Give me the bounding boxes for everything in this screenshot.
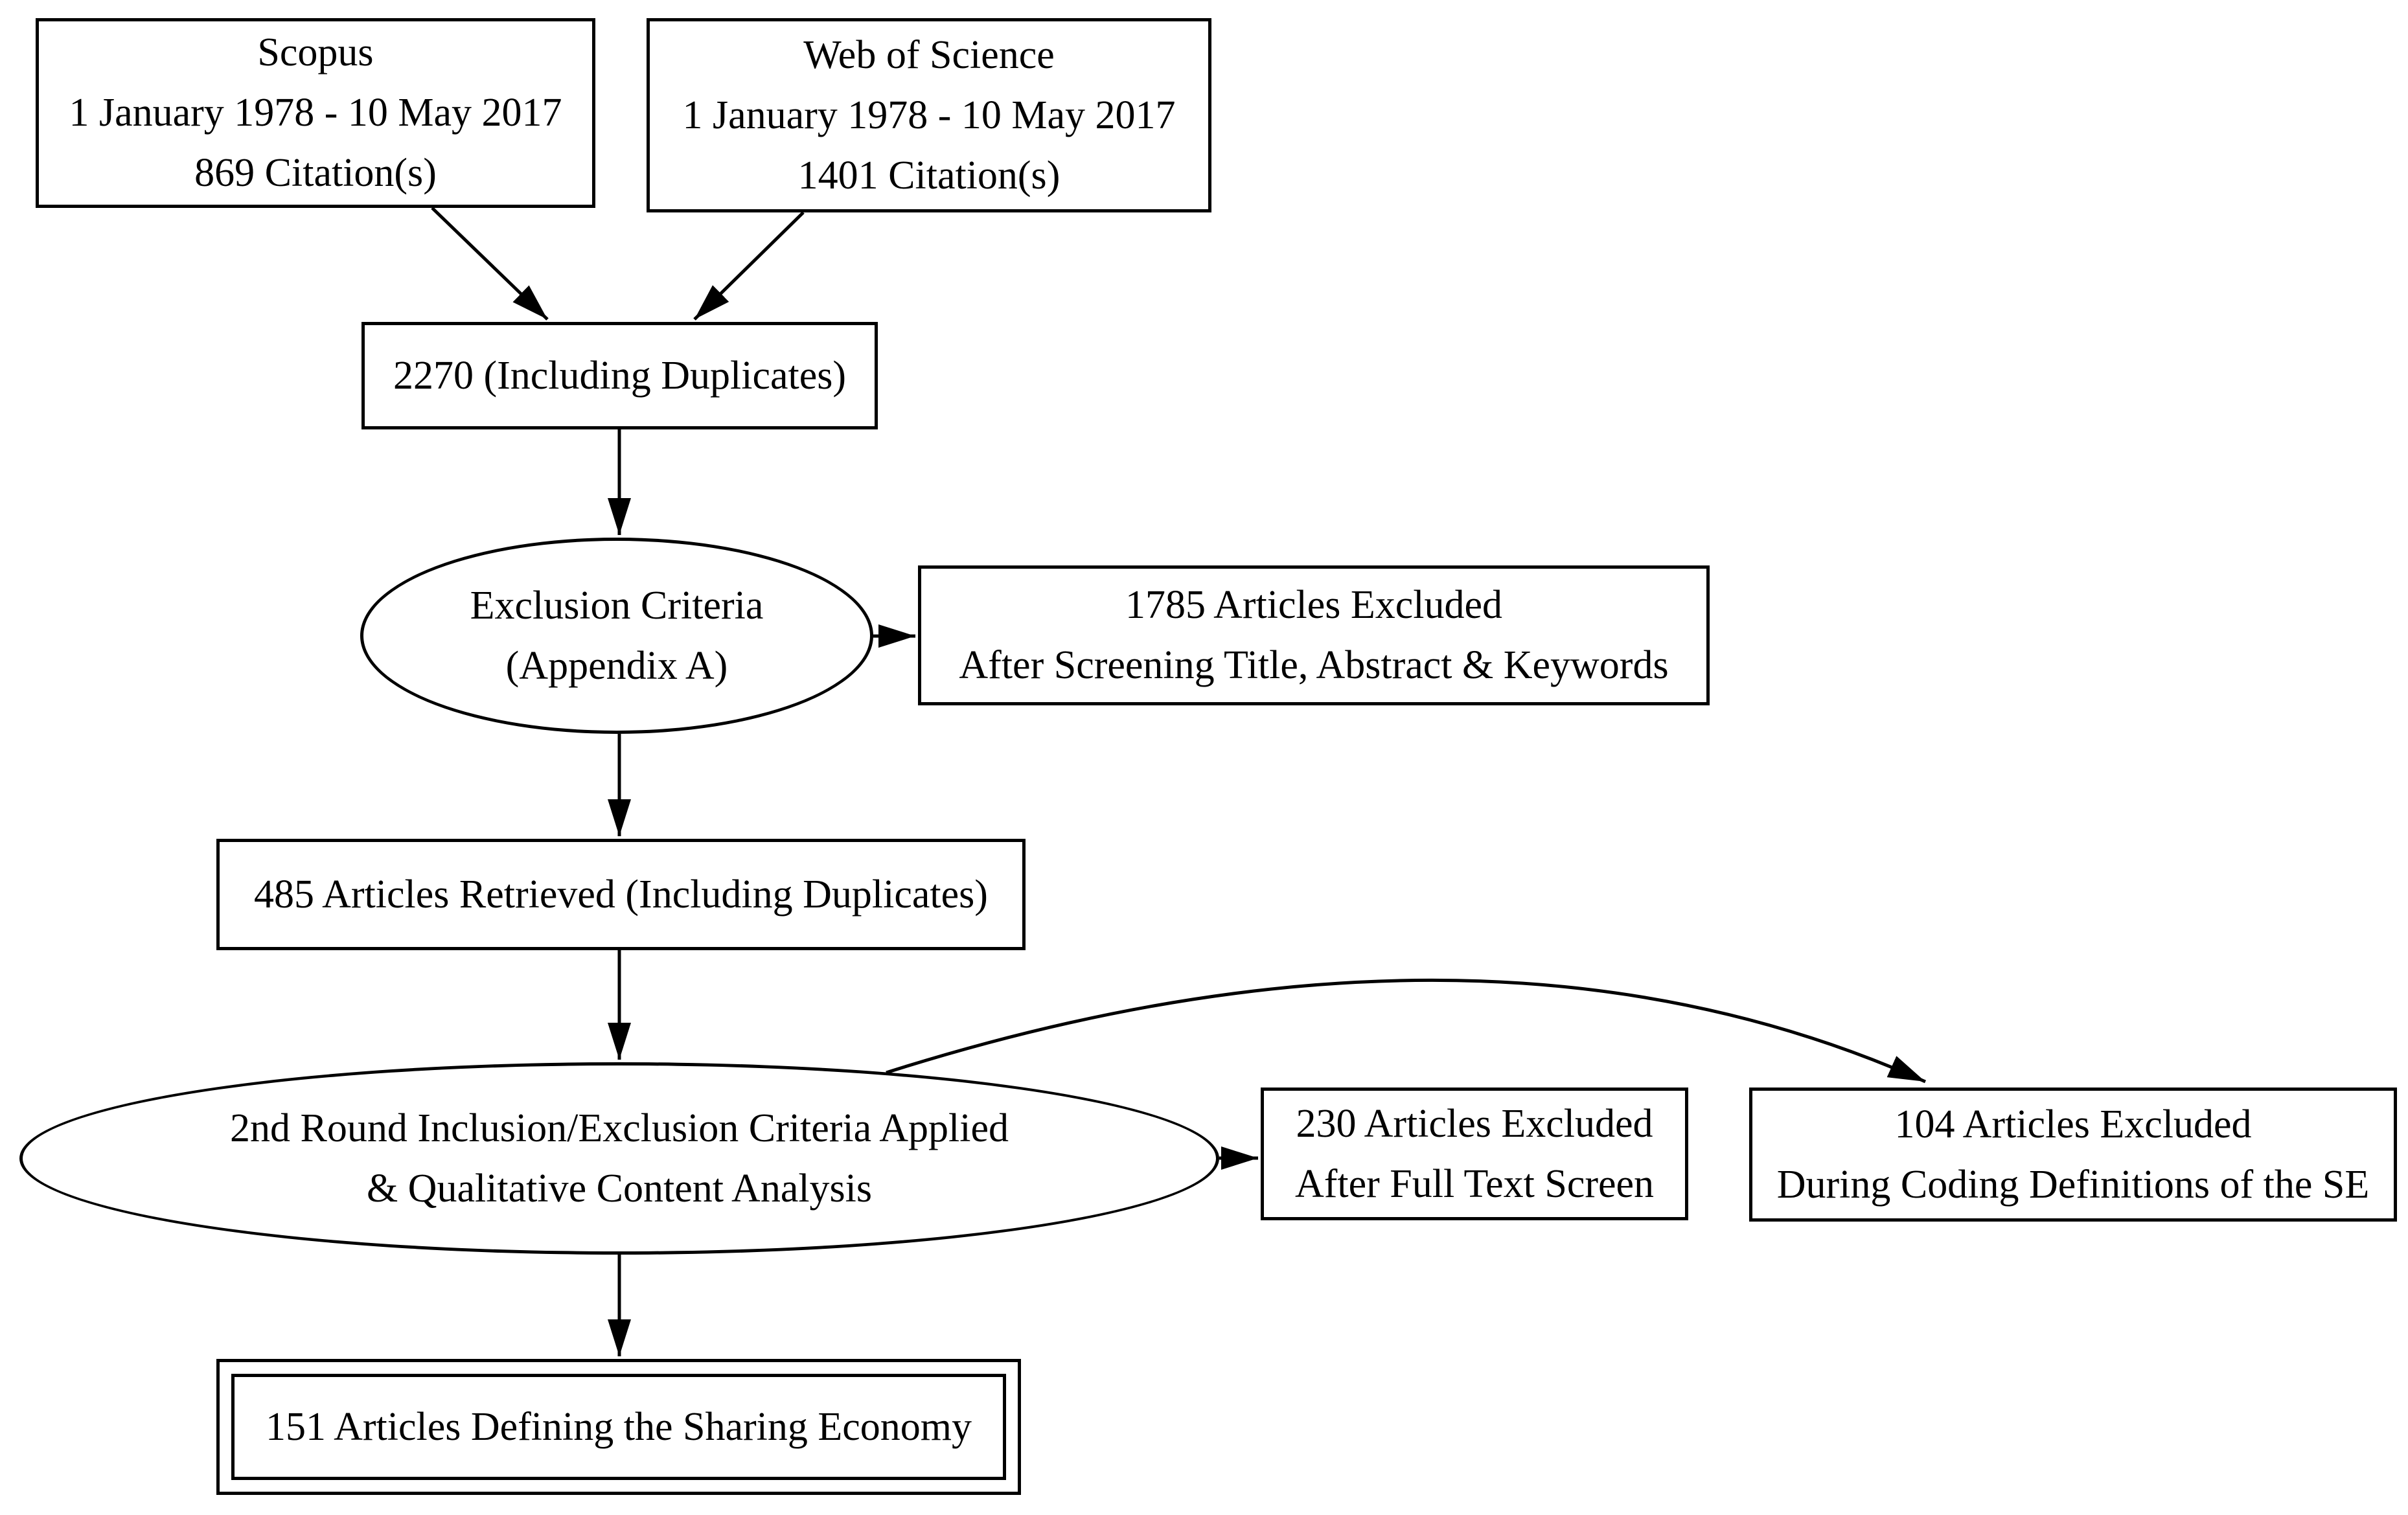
node-second-round-line: 2nd Round Inclusion/Exclusion Criteria A… <box>230 1106 1009 1150</box>
node-web-of-science: Web of Science 1 January 1978 - 10 May 2… <box>647 18 1211 212</box>
node-exclusion-criteria-line: Exclusion Criteria <box>470 583 764 628</box>
node-scopus: Scopus 1 January 1978 - 10 May 2017 869 … <box>36 18 595 208</box>
node-second-round-line: & Qualitative Content Analysis <box>366 1166 873 1211</box>
node-scopus-line: 1 January 1978 - 10 May 2017 <box>69 91 562 135</box>
node-excluded-screening-line: 1785 Articles Excluded <box>1125 583 1502 627</box>
node-excluded-coding-line: 104 Articles Excluded <box>1894 1102 2252 1146</box>
node-web-of-science-line: 1401 Citation(s) <box>797 153 1061 198</box>
node-final-set-line: 151 Articles Defining the Sharing Econom… <box>266 1404 972 1449</box>
node-excluded-fulltext: 230 Articles Excluded After Full Text Sc… <box>1261 1088 1688 1220</box>
node-excluded-screening-line: After Screening Title, Abstract & Keywor… <box>959 643 1669 687</box>
node-articles-retrieved-line: 485 Articles Retrieved (Including Duplic… <box>254 872 988 917</box>
node-web-of-science-line: 1 January 1978 - 10 May 2017 <box>682 93 1176 137</box>
node-excluded-coding: 104 Articles Excluded During Coding Defi… <box>1749 1088 2397 1222</box>
arrow-second-round-to-excluded-coding <box>886 978 1927 1084</box>
node-scopus-line: 869 Citation(s) <box>194 151 437 195</box>
node-excluded-coding-line: During Coding Definitions of the SE <box>1776 1162 2370 1207</box>
node-duplicates-pool-line: 2270 (Including Duplicates) <box>393 353 847 398</box>
arrow-scopus-to-duplicates <box>431 207 549 321</box>
node-duplicates-pool: 2270 (Including Duplicates) <box>361 322 878 429</box>
node-excluded-fulltext-line: 230 Articles Excluded <box>1296 1101 1653 1146</box>
arrow-wos-to-duplicates <box>693 211 805 321</box>
node-second-round: 2nd Round Inclusion/Exclusion Criteria A… <box>19 1062 1219 1255</box>
node-exclusion-criteria: Exclusion Criteria (Appendix A) <box>360 538 873 734</box>
node-articles-retrieved: 485 Articles Retrieved (Including Duplic… <box>216 839 1026 950</box>
node-exclusion-criteria-line: (Appendix A) <box>505 643 728 688</box>
node-web-of-science-line: Web of Science <box>803 32 1055 77</box>
node-scopus-line: Scopus <box>257 30 374 74</box>
node-excluded-screening: 1785 Articles Excluded After Screening T… <box>918 565 1710 705</box>
node-excluded-fulltext-line: After Full Text Screen <box>1294 1161 1655 1206</box>
node-final-set: 151 Articles Defining the Sharing Econom… <box>216 1359 1021 1495</box>
